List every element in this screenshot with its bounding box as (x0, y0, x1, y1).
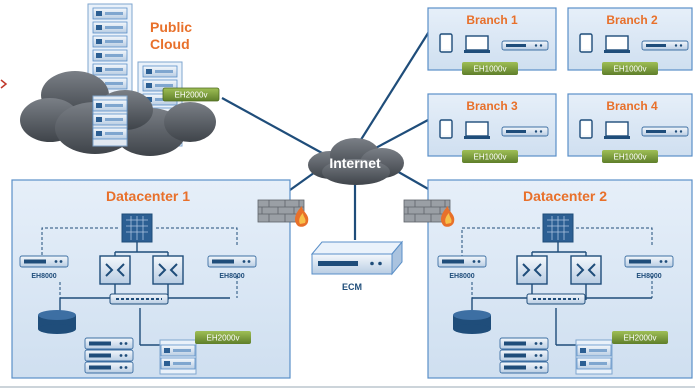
core-switch-icon (121, 213, 153, 243)
ecm-label: ECM (342, 282, 362, 292)
branch-4-title: Branch 4 (606, 99, 658, 113)
branch-1[interactable]: Branch 1 EH1000v (427, 7, 557, 75)
database-icon (38, 310, 76, 334)
public-cloud-title-line1: Public (150, 19, 192, 35)
datacenter-1-title: Datacenter 1 (106, 188, 190, 204)
router-icon (99, 255, 131, 285)
cloud-eh2000v-label: EH2000v (175, 91, 208, 100)
appliance-icon (641, 40, 689, 51)
branch-3-title: Branch 3 (466, 99, 518, 113)
datacenter-2-title: Datacenter 2 (523, 188, 607, 204)
appliance-icon (501, 40, 549, 51)
dc2-virtual-server[interactable]: EH2000v (575, 331, 668, 375)
branch-4[interactable]: Branch 4 EH1000v (567, 93, 693, 163)
laptop-icon (463, 35, 491, 54)
branch-1-title: Branch 1 (466, 13, 518, 27)
public-cloud-title-line2: Cloud (150, 36, 190, 52)
router-icon (152, 255, 184, 285)
branch-2-device-label: EH1000v (614, 65, 647, 74)
datacenter-2[interactable]: Datacenter 2 EH8000 (403, 179, 693, 379)
public-cloud: EH2000v Public Cloud (20, 3, 220, 156)
internet-cloud[interactable]: Internet (308, 138, 404, 185)
dc1-eh8000-left-label: EH8000 (31, 273, 56, 280)
dc1-eh2000v-label: EH2000v (207, 334, 240, 343)
dc2-eh8000-right[interactable]: EH8000 (624, 255, 674, 280)
internet-label: Internet (329, 155, 381, 171)
dc2-eh8000-right-label: EH8000 (636, 273, 661, 280)
wan-links (221, 29, 431, 240)
branch-3-device-label: EH1000v (474, 153, 507, 162)
lan-switch-icon (526, 293, 586, 305)
dc2-eh2000v-label: EH2000v (624, 334, 657, 343)
cloud-eh2000v-device[interactable]: EH2000v (162, 87, 220, 102)
server-stack-icon (84, 337, 134, 374)
appliance-icon (641, 126, 689, 137)
tablet-icon (439, 33, 453, 53)
internet-cloud-icon (308, 138, 404, 185)
laptop-icon (603, 35, 631, 54)
lan-switch-icon (109, 293, 169, 305)
branch-1-device-label: EH1000v (474, 65, 507, 74)
tablet-icon (579, 33, 593, 53)
tablet-icon (579, 119, 593, 139)
datacenter-1[interactable]: Datacenter 1 EH8 (11, 179, 309, 379)
branch-2-title: Branch 2 (606, 13, 658, 27)
server-stack-icon (499, 337, 549, 374)
dc1-virtual-server[interactable]: EH2000v (159, 331, 251, 375)
database-icon (453, 310, 491, 334)
dc2-eh8000-left-label: EH8000 (449, 273, 474, 280)
dc2-eh8000-left[interactable]: EH8000 (437, 255, 487, 280)
dc1-eh8000-left[interactable]: EH8000 (19, 255, 69, 280)
router-icon (570, 255, 602, 285)
branch-4-device-label: EH1000v (614, 153, 647, 162)
laptop-icon (463, 121, 491, 140)
dc1-eh8000-right[interactable]: EH8000 (207, 255, 257, 280)
ecm-appliance[interactable]: ECM (310, 240, 404, 292)
laptop-icon (603, 121, 631, 140)
tablet-icon (439, 119, 453, 139)
router-icon (516, 255, 548, 285)
chevron-right-icon (0, 79, 8, 89)
appliance-icon (501, 126, 549, 137)
core-switch-icon (542, 213, 574, 243)
branch-3[interactable]: Branch 3 EH1000v (427, 93, 557, 163)
branch-2[interactable]: Branch 2 EH1000v (567, 7, 693, 75)
dc1-eh8000-right-label: EH8000 (219, 273, 244, 280)
